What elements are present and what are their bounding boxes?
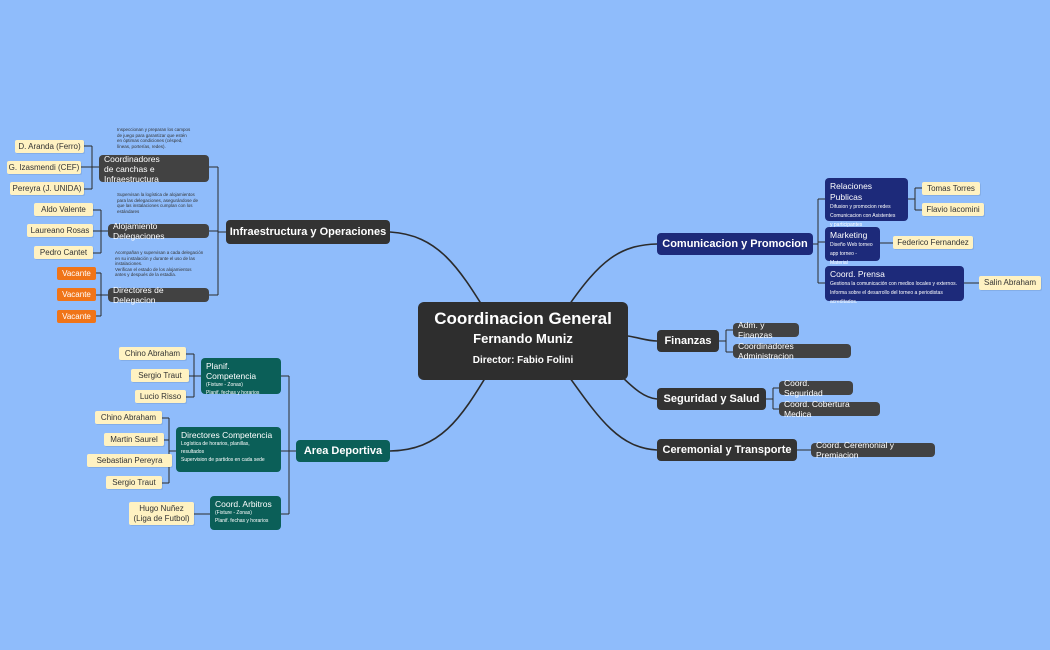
person-lucio-risso[interactable]: Lucio Risso — [135, 390, 186, 403]
arbitros-label: Coord. Arbitros — [215, 499, 272, 509]
person-flavio-iacomini[interactable]: Flavio Iacomini — [922, 203, 984, 216]
marketing-label: Marketing — [830, 230, 868, 240]
branch-ceremonial-transporte[interactable]: Ceremonial y Transporte — [657, 439, 797, 461]
node-coord-seguridad[interactable]: Coord. Seguridad — [779, 378, 853, 398]
person-aldo-valente[interactable]: Aldo Valente — [34, 203, 93, 216]
person-chino-abraham-1[interactable]: Chino Abraham — [119, 347, 186, 360]
branch-comunicacion[interactable]: Comunicacion y Promocion — [657, 233, 813, 255]
branch-infraestructura[interactable]: Infraestructura y Operaciones — [226, 220, 390, 244]
person-laureano-rosas[interactable]: Laureano Rosas — [27, 224, 93, 237]
vacante-2[interactable]: Vacante — [57, 288, 96, 301]
branch-seguridad-salud[interactable]: Seguridad y Salud — [657, 388, 766, 410]
root-node[interactable]: Coordinacion General Fernando Muniz Dire… — [418, 302, 628, 380]
person-aranda[interactable]: D. Aranda (Ferro) — [15, 140, 84, 153]
coordinadores-label-1: Coordinadores — [104, 153, 160, 164]
directores-competencia-label: Directores Competencia — [181, 430, 273, 440]
person-chino-abraham-2[interactable]: Chino Abraham — [95, 411, 162, 424]
node-coord-cobertura-medica[interactable]: Coord. Cobertura Medica — [779, 399, 880, 419]
node-coordinadores-administracion[interactable]: Coordinadores Administracion — [733, 341, 851, 361]
person-pereyra-unida[interactable]: Pereyra (J. UNIDA) — [10, 182, 84, 195]
vacante-3[interactable]: Vacante — [57, 310, 96, 323]
branch-area-deportiva[interactable]: Area Deportiva — [296, 440, 390, 462]
node-alojamiento[interactable]: Alojamiento Delegaciones — [108, 221, 209, 241]
root-title: Coordinacion General — [434, 309, 612, 328]
person-pedro-cantet[interactable]: Pedro Cantet — [34, 246, 93, 259]
node-planif-competencia[interactable]: Planif. Competencia (Fixture - Zonas) Pl… — [201, 358, 281, 396]
vacante-1[interactable]: Vacante — [57, 267, 96, 280]
person-hugo-nunez[interactable]: Hugo Nuñez (Liga de Futbol) — [129, 502, 194, 525]
root-name: Fernando Muniz — [473, 331, 573, 346]
alojamiento-label: Alojamiento Delegaciones — [113, 221, 165, 241]
node-directores-delegacion[interactable]: Directores de Delegacion — [108, 285, 209, 305]
person-martin-saurel[interactable]: Martin Saurel — [104, 433, 164, 446]
node-marketing[interactable]: Marketing Diseño Web torneo app torneo -… — [825, 227, 880, 266]
root-director: Director: Fabio Folini — [472, 355, 574, 366]
node-directores-competencia[interactable]: Directores Competencia Logística de hora… — [176, 427, 281, 472]
person-sergio-traut-1[interactable]: Sergio Traut — [131, 369, 189, 382]
node-coord-arbitros[interactable]: Coord. Arbitros (Fixture - Zonas) Planif… — [210, 496, 281, 530]
person-izasmendi[interactable]: G. Izasmendi (CEF) — [7, 161, 81, 174]
node-coord-ceremonial[interactable]: Coord. Ceremonial y Premiacion — [811, 440, 935, 460]
person-federico-fernandez[interactable]: Federico Fernandez — [893, 236, 973, 249]
node-adm-finanzas[interactable]: Adm. y Finanzas — [733, 320, 799, 340]
branch-finanzas[interactable]: Finanzas — [657, 330, 719, 352]
coordinadores-label-2: de canchas e Infraestructura — [104, 163, 159, 184]
person-sergio-traut-2[interactable]: Sergio Traut — [106, 476, 162, 489]
person-salin-abraham[interactable]: Salin Abraham — [979, 276, 1041, 290]
node-relaciones-publicas[interactable]: Relaciones Publicas Difusion y promocion… — [825, 178, 908, 228]
node-coordinadores-canchas[interactable]: Coordinadores de canchas e Infraestructu… — [99, 153, 209, 184]
person-sebastian-pereyra[interactable]: Sebastian Pereyra — [87, 454, 172, 467]
planif-label: Planif. Competencia — [206, 361, 257, 381]
directores-delegacion-label: Directores de Delegacion — [113, 285, 164, 305]
prensa-label: Coord. Prensa — [830, 269, 885, 279]
rrpp-label: Relaciones Publicas — [830, 181, 873, 202]
person-tomas-torres[interactable]: Tomas Torres — [922, 182, 980, 195]
note-directores-delegacion: Acompañan y supervisan a cada delegación… — [115, 250, 204, 277]
node-coord-prensa[interactable]: Coord. Prensa Gestiona la comunicación c… — [825, 266, 964, 305]
